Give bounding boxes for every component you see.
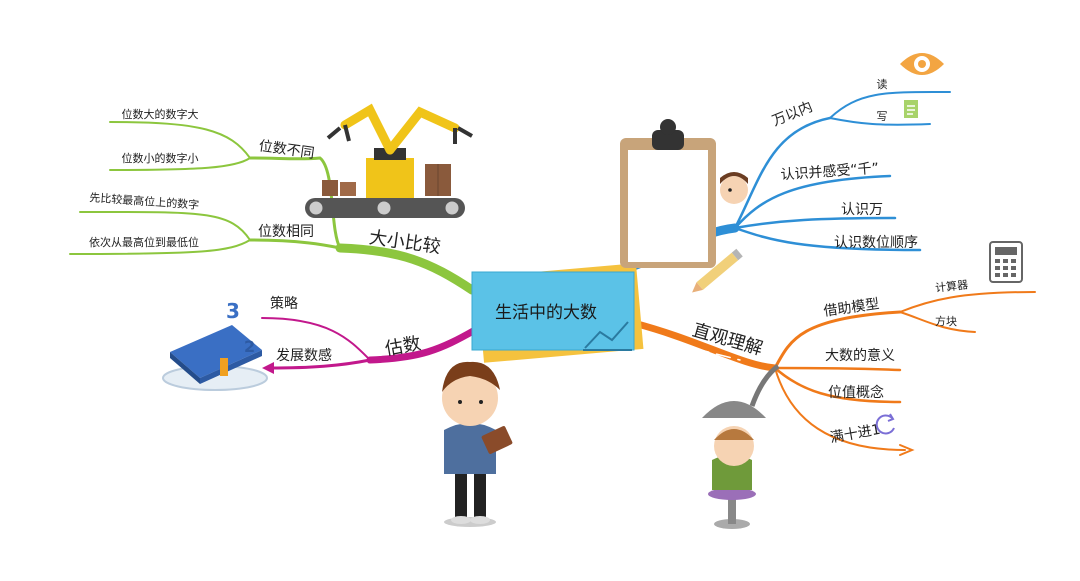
leaf-blocks: 方块 [935, 314, 957, 328]
svg-text:3: 3 [226, 299, 240, 323]
leaf-read: 读 [877, 77, 888, 91]
kid-peeking-icon [720, 172, 748, 204]
leaf-write: 写 [877, 110, 888, 123]
center-label: 生活中的大数 [495, 303, 597, 323]
sub-label-diff-digits[interactable]: 位数不同 [258, 138, 316, 162]
node-meaning[interactable]: 大数的意义 [825, 347, 895, 364]
leaf-strategy: 策略 [270, 295, 298, 312]
node-ten-thousand[interactable]: 认识万 [841, 202, 883, 218]
leaf-fewer-digits: 位数小的数字小 [122, 151, 199, 165]
node-carry[interactable]: 满十进1 [829, 422, 882, 447]
calculator-blocks-icon: 3 2 [65, 299, 268, 391]
svg-text:2: 2 [244, 337, 255, 356]
branch-estimate [261, 317, 479, 374]
node-thousand[interactable]: 认识并感受“千” [780, 160, 879, 184]
leaf-calculator: 计算器 [934, 277, 968, 294]
line-chart-icon [583, 321, 632, 351]
leaf-compare-highest: 先比较最高位上的数字 [89, 190, 200, 212]
center-node[interactable]: 生活中的大数 [471, 263, 644, 363]
branch-intuitive [626, 291, 1036, 456]
calculator-icon [989, 241, 1023, 283]
node-place-value[interactable]: 位值概念 [828, 384, 884, 401]
robot-arm-factory-icon [305, 103, 473, 218]
clipboard-icon [620, 119, 748, 268]
boy-with-calculator-icon [442, 361, 513, 527]
branch-big-number [623, 90, 951, 273]
pencil-icon [692, 248, 743, 293]
leaf-number-sense: 发展数感 [276, 347, 332, 364]
girl-under-dryer-icon [702, 364, 780, 529]
notepad-icon [904, 100, 918, 118]
refresh-icon [875, 413, 895, 435]
sub-label-same-digits[interactable]: 位数相同 [258, 224, 314, 240]
leaf-highest-to-lowest: 依次从最高位到最低位 [89, 235, 199, 249]
leaf-bigger-digits: 位数大的数字大 [122, 107, 199, 121]
sub-label-model[interactable]: 借助模型 [823, 296, 881, 320]
node-place-order[interactable]: 认识数位顺序 [834, 235, 918, 251]
branch-compare [69, 121, 477, 295]
eye-icon [900, 53, 944, 75]
